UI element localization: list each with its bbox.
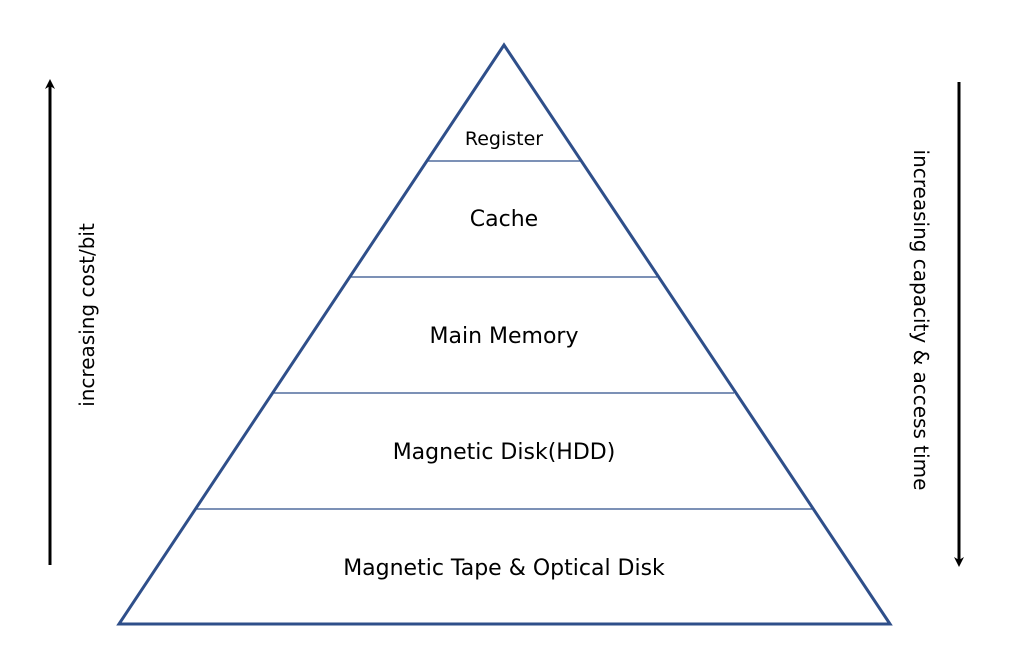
level-label-register: Register bbox=[465, 128, 543, 150]
level-label-main-memory: Main Memory bbox=[430, 324, 579, 349]
pyramid-outline bbox=[116, 42, 893, 626]
capacity-arrow-label: increasing capacity & access time bbox=[909, 150, 933, 491]
level-label-magnetic-disk: Magnetic Disk(HDD) bbox=[393, 440, 616, 465]
cost-arrow-label: increasing cost/bit bbox=[75, 223, 99, 407]
level-label-magnetic-tape-optical-disk: Magnetic Tape & Optical Disk bbox=[343, 556, 665, 581]
level-label-cache: Cache bbox=[470, 207, 538, 232]
